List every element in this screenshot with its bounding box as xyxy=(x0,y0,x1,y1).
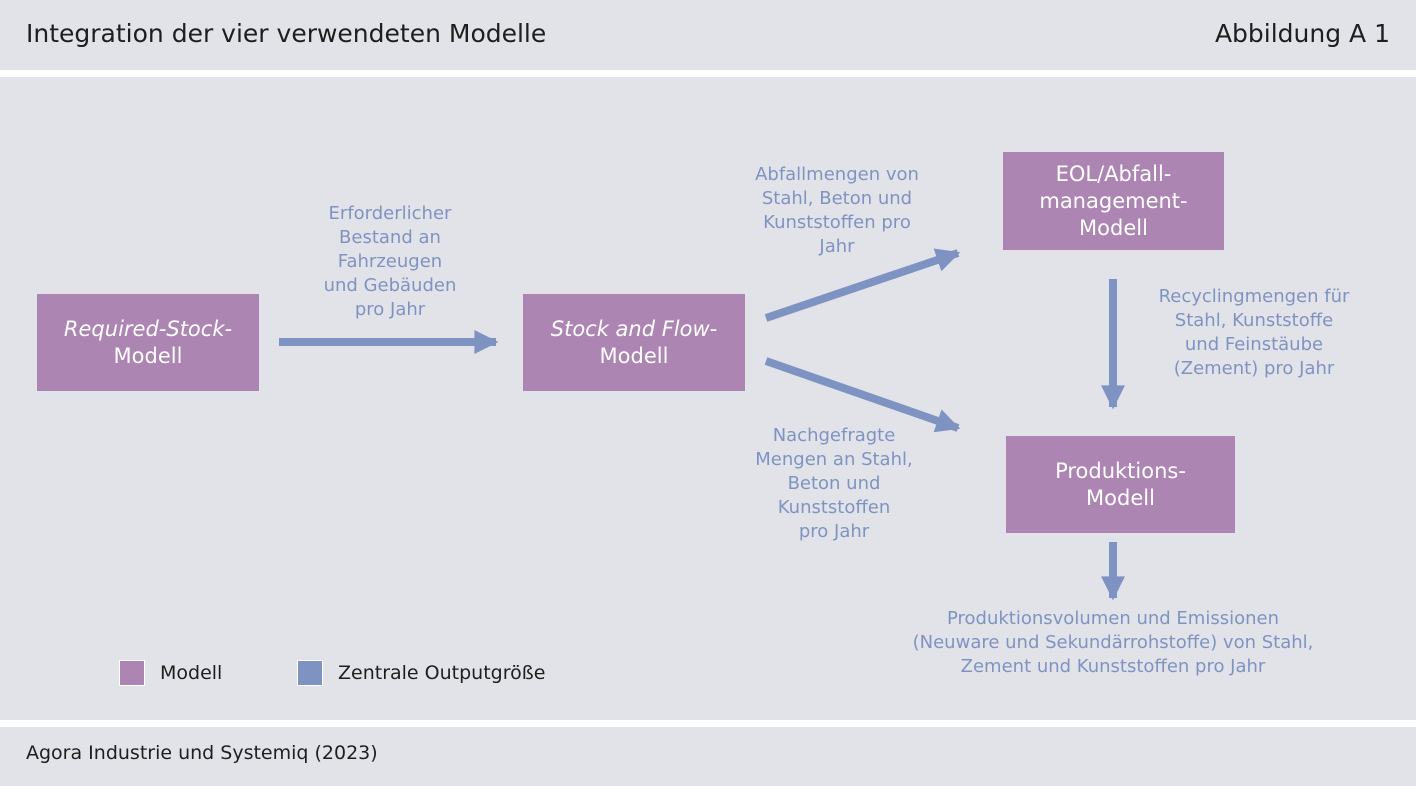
figure-label: Abbildung A 1 xyxy=(1214,19,1390,48)
stock-and-flow-model-box: Stock and Flow- Modell xyxy=(523,294,745,391)
flow-label-produktion-output: Produktionsvolumen und Emissionen (Neuwa… xyxy=(886,607,1340,679)
produktion-model-box: Produktions- Modell xyxy=(1006,436,1235,533)
flow-label-bestand-line: und Gebäuden xyxy=(323,275,457,296)
legend-swatch-modell xyxy=(119,660,145,686)
stock-and-flow-model-line1: Stock and Flow- xyxy=(550,316,718,341)
flow-label-nachfrage-line: pro Jahr xyxy=(798,521,870,542)
flow-label-abfall: Abfallmengen von Stahl, Beton und Kunsts… xyxy=(722,163,952,259)
eol-model-line1: EOL/Abfall- xyxy=(1055,161,1172,186)
flow-label-produktion-line: Zement und Kunststoffen pro Jahr xyxy=(960,656,1266,677)
header-bar: Integration der vier verwendeten Modelle… xyxy=(0,0,1416,70)
legend-label-modell: Modell xyxy=(160,662,223,684)
eol-model-line2: management- xyxy=(1039,188,1188,213)
flow-label-abfall-line: Kunststoffen pro xyxy=(763,212,911,233)
flow-label-abfall-line: Jahr xyxy=(819,236,855,257)
flow-label-produktion-line: (Neuware und Sekundärrohstoffe) von Stah… xyxy=(912,632,1314,653)
legend-swatch-output xyxy=(297,660,323,686)
source-note: Agora Industrie und Systemiq (2023) xyxy=(26,742,378,764)
flow-label-recycling: Recyclingmengen für Stahl, Kunststoffe u… xyxy=(1134,285,1374,381)
flow-label-recycling-line: und Feinstäube xyxy=(1184,334,1324,355)
flow-label-bestand-line: Bestand an xyxy=(339,227,441,248)
flow-label-bestand-line: Erforderlicher xyxy=(328,203,452,224)
required-stock-model-line2: Modell xyxy=(113,343,183,368)
arrow-stockflow-to-eol xyxy=(764,248,961,322)
flow-label-nachfrage: Nachgefragte Mengen an Stahl, Beton und … xyxy=(724,424,944,544)
flow-label-recycling-line: Stahl, Kunststoffe xyxy=(1174,310,1334,331)
flow-label-abfall-line: Stahl, Beton und xyxy=(761,188,913,209)
flow-label-bestand: Erforderlicher Bestand an Fahrzeugen und… xyxy=(290,202,490,322)
eol-model-line3: Modell xyxy=(1079,215,1148,240)
legend-label-output: Zentrale Outputgröße xyxy=(338,662,546,684)
legend-item-modell: Modell xyxy=(119,660,222,686)
produktion-model-line1: Produktions- xyxy=(1055,458,1186,483)
flow-label-nachfrage-line: Kunststoffen xyxy=(777,497,891,518)
legend-item-output: Zentrale Outputgröße xyxy=(297,660,545,686)
flow-label-nachfrage-line: Nachgefragte xyxy=(772,425,896,446)
flow-label-abfall-line: Abfallmengen von xyxy=(755,164,919,185)
footer-bar: Agora Industrie und Systemiq (2023) xyxy=(0,727,1416,786)
flow-label-recycling-line: (Zement) pro Jahr xyxy=(1173,358,1335,379)
eol-model-box: EOL/Abfall- management- Modell xyxy=(1003,152,1224,250)
flow-label-nachfrage-line: Beton und xyxy=(787,473,881,494)
flow-label-bestand-line: pro Jahr xyxy=(354,299,426,320)
flow-label-bestand-line: Fahrzeugen xyxy=(337,251,443,272)
flow-label-nachfrage-line: Mengen an Stahl, xyxy=(755,449,913,470)
produktion-model-line2: Modell xyxy=(1086,485,1155,510)
flow-label-recycling-line: Recyclingmengen für xyxy=(1158,286,1350,307)
stock-and-flow-model-line2: Modell xyxy=(599,343,669,368)
required-stock-model-box: Required-Stock- Modell xyxy=(37,294,259,391)
figure-title: Integration der vier verwendeten Modelle xyxy=(26,19,547,48)
flow-label-produktion-line: Produktionsvolumen und Emissionen xyxy=(946,608,1279,629)
required-stock-model-line1: Required-Stock- xyxy=(63,316,233,341)
arrow-stockflow-to-produktion xyxy=(764,357,961,433)
